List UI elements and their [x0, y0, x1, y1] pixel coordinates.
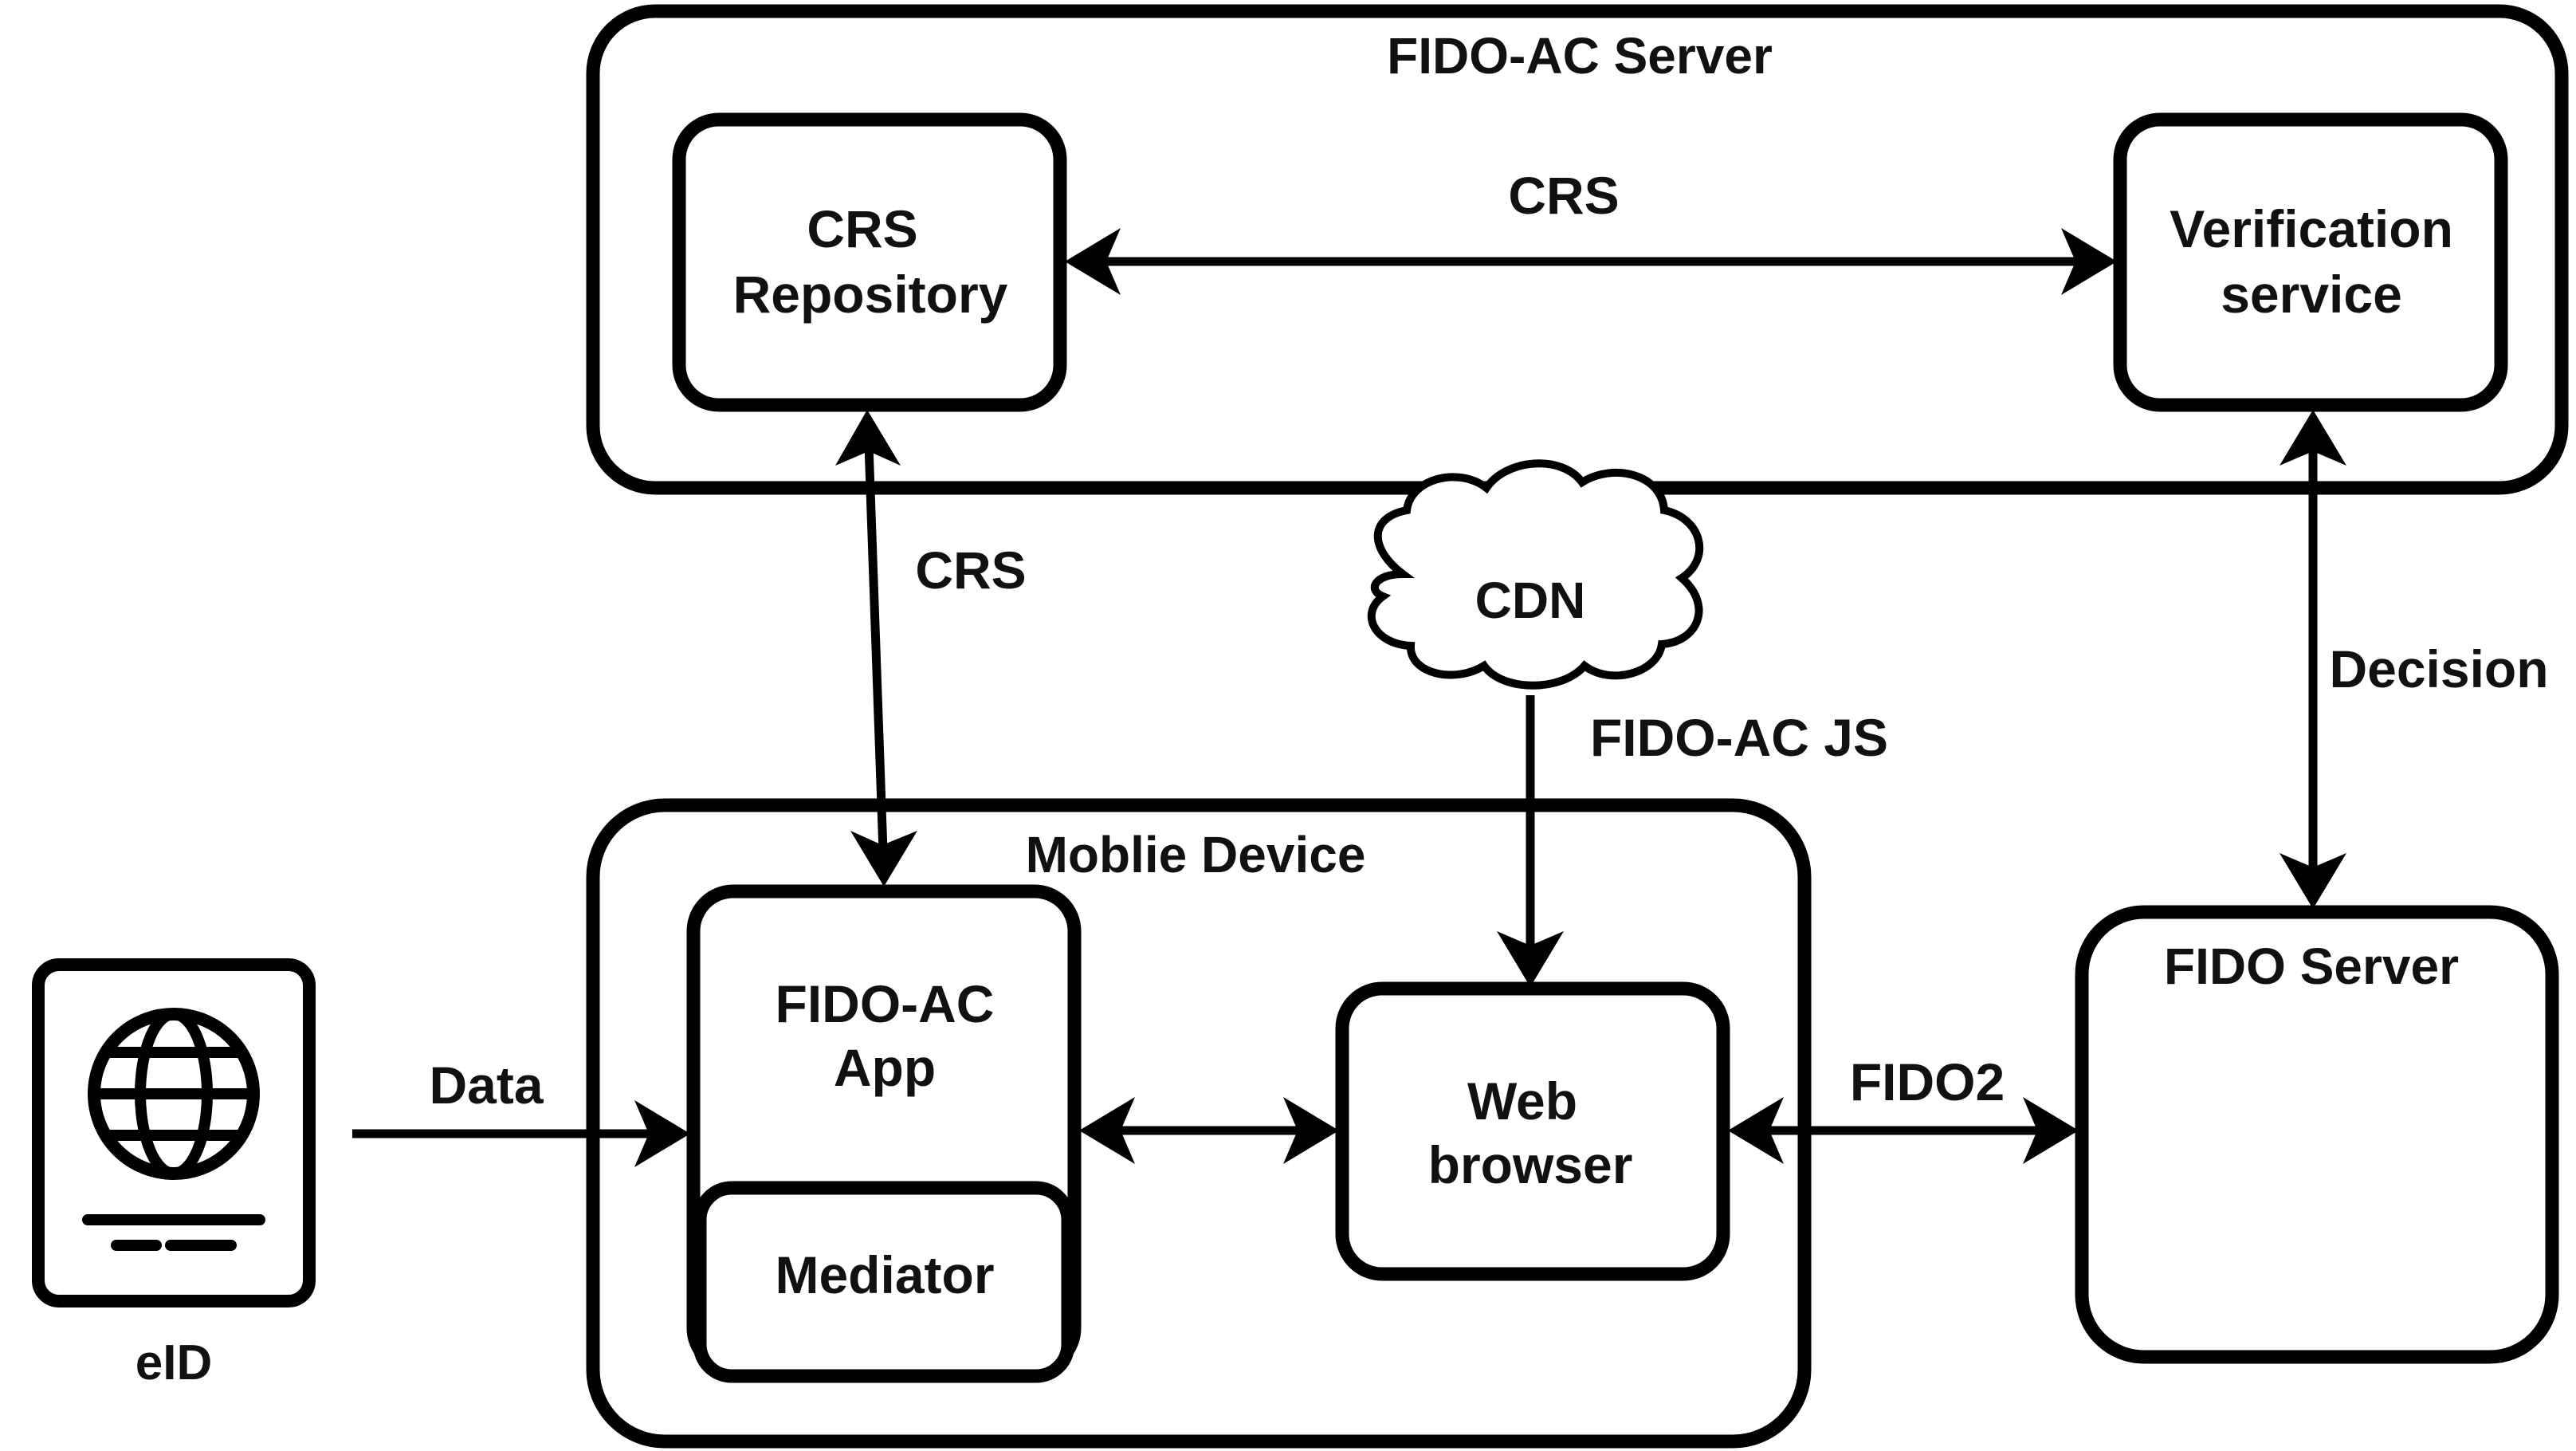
edge-label-fido2: FIDO2 [1850, 1052, 2005, 1111]
verification-service-box: Verification service [2113, 112, 2508, 412]
crs-repository-label-line1: CRS [807, 199, 917, 258]
fido-ac-app-label-line2: App [834, 1038, 936, 1097]
web-browser-label-line2: browser [1428, 1135, 1633, 1194]
edge-label-data: Data [429, 1056, 544, 1115]
edge-eid-app: Data [352, 1056, 690, 1167]
fido-server-box: FIDO Server [2075, 905, 2559, 1364]
eid-document: eID [32, 958, 316, 1390]
cdn-label: CDN [1475, 572, 1586, 629]
mediator-label: Mediator [775, 1245, 994, 1304]
fido-server-title: FIDO Server [2164, 938, 2459, 995]
crs-repository-box: CRS Repository [672, 112, 1067, 412]
fido-ac-server-container: FIDO-AC Server [586, 4, 2569, 495]
verification-service-label-line2: service [2221, 265, 2402, 324]
edge-label-crs-top: CRS [1508, 166, 1619, 225]
edge-label-decision: Decision [2329, 639, 2548, 698]
edge-app-web-browser [1079, 1097, 1339, 1164]
edge-cdn-web-browser: FIDO-AC JS [1497, 695, 1888, 987]
web-browser-label-line1: Web [1467, 1072, 1577, 1131]
edge-crs-repository-app: CRS [835, 410, 1027, 887]
edge-crs-repository-verification: CRS [1065, 166, 2117, 295]
edge-label-fido-ac-js: FIDO-AC JS [1590, 708, 1888, 767]
edge-verification-fido-server: Decision [2280, 410, 2549, 909]
eid-label: eID [135, 1335, 212, 1390]
crs-repository-label-line2: Repository [733, 265, 1008, 324]
passport-icon [32, 958, 316, 1307]
mediator-box: Mediator [693, 1181, 1075, 1383]
web-browser-box: Web browser [1335, 981, 1730, 1281]
edge-web-browser-fido-server: FIDO2 [1728, 1052, 2079, 1164]
fido-ac-app-label-line1: FIDO-AC [776, 974, 995, 1033]
mobile-device-title: Moblie Device [1026, 826, 1366, 883]
fido-ac-server-title: FIDO-AC Server [1387, 27, 1773, 85]
verification-service-label-line1: Verification [2170, 199, 2453, 258]
edge-label-crs-vertical: CRS [915, 541, 1026, 600]
cdn-cloud: CDN [1367, 459, 1704, 690]
